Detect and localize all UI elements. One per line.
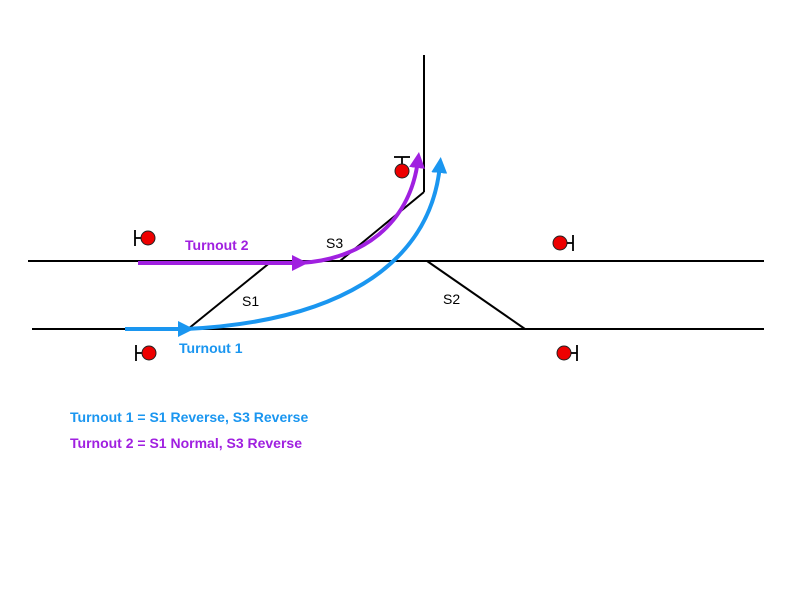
switch-s2-crossover — [426, 260, 526, 330]
switch-label-s2: S2 — [443, 291, 460, 307]
turnout-2-route-arrow — [138, 160, 418, 263]
signal-lower-left — [135, 345, 157, 361]
route-label-turnout-1: Turnout 1 — [179, 340, 243, 356]
signal-branch — [394, 156, 410, 179]
legend-turnout-2: Turnout 2 = S1 Normal, S3 Reverse — [70, 435, 302, 451]
route-label-turnout-2: Turnout 2 — [185, 237, 249, 253]
signal-upper-left — [134, 230, 156, 246]
switch-label-s3: S3 — [326, 235, 343, 251]
switch-s1-crossover — [187, 260, 273, 330]
turnout-1-route-arrow — [125, 165, 440, 329]
signal-upper-right — [552, 235, 574, 251]
switch-label-s1: S1 — [242, 293, 259, 309]
legend-turnout-1: Turnout 1 = S1 Reverse, S3 Reverse — [70, 409, 309, 425]
signal-lower-right — [556, 345, 578, 361]
